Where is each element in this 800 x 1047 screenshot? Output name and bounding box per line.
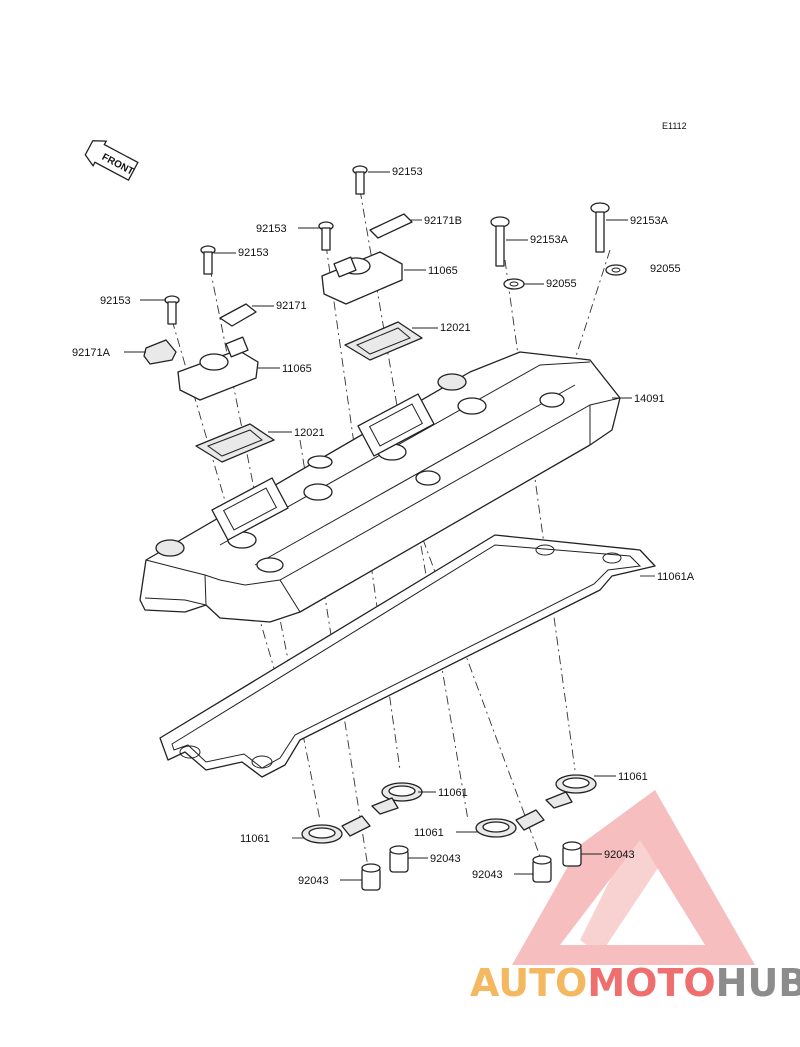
cap-left [177, 336, 259, 401]
watermark-part-2: MOTO [587, 961, 715, 1005]
label-bolt-6: 92153A [630, 215, 669, 227]
label-bolt-2: 92153 [256, 223, 287, 235]
dowel-4 [562, 841, 582, 867]
label-gasket-2: 12021 [294, 427, 325, 439]
label-dowel-3: 92043 [472, 869, 503, 881]
watermark-part-1: AUTO [470, 961, 587, 1005]
dowel-2 [389, 845, 409, 873]
leader-lines [124, 171, 655, 881]
bolt-3 [200, 245, 216, 275]
svg-text:AUTOMOTOHUB: AUTOMOTOHUB [470, 961, 800, 1005]
seal-2 [371, 782, 423, 815]
cylinder-head-cover [139, 351, 621, 623]
cap-right [321, 251, 403, 305]
label-cap-1: 11065 [428, 265, 458, 277]
bolt-6 [590, 202, 610, 253]
front-arrow-icon: FRONT [84, 140, 139, 181]
label-bolt-3: 92153 [238, 247, 269, 259]
label-dowel-2: 92043 [430, 853, 461, 865]
label-bolt-5: 92153A [530, 234, 569, 246]
label-clamp-3: 92171A [72, 347, 111, 359]
label-dowel-4: 92043 [604, 849, 635, 861]
seal-4 [545, 774, 597, 809]
label-seal-3: 11061 [414, 827, 444, 839]
label-seal-4: 11061 [618, 771, 648, 783]
cap-gasket-right [344, 321, 423, 361]
washer-2 [605, 264, 627, 276]
clamp-92171b [369, 213, 413, 239]
bolt-4 [164, 295, 180, 325]
watermark-logo-icon [512, 790, 755, 965]
diagram-code: E1112 [662, 121, 687, 131]
bolt-2 [318, 221, 334, 251]
label-gasket-1: 12021 [440, 322, 471, 334]
label-cover: 14091 [634, 393, 665, 405]
dowel-3 [532, 855, 552, 883]
label-dowel-1: 92043 [298, 875, 329, 887]
label-bolt-4: 92153 [100, 295, 131, 307]
cover-gasket [159, 534, 656, 778]
label-clamp-2: 92171 [276, 300, 307, 312]
dowel-1 [361, 863, 381, 891]
watermark-part-3: HUB [716, 961, 800, 1005]
label-seal-2: 11061 [438, 787, 468, 799]
seal-1 [301, 815, 371, 844]
bolt-1 [352, 165, 368, 195]
washer-1 [503, 278, 525, 290]
label-washer-1: 92055 [546, 278, 577, 290]
seal-3 [475, 809, 545, 838]
cap-gasket-left [195, 423, 275, 463]
bolt-5 [490, 216, 510, 267]
label-seal-1: 11061 [240, 833, 270, 845]
watermark-text: AUTOMOTOHUB [470, 961, 800, 1005]
clamp-92171a [143, 339, 177, 365]
label-cap-2: 11065 [282, 363, 312, 375]
label-clamp-1: 92171B [424, 215, 462, 227]
clamp-92171 [219, 303, 257, 327]
label-bolt-1: 92153 [392, 166, 423, 178]
label-washer-2: 92055 [650, 263, 681, 275]
label-cover-gasket: 11061A [657, 571, 695, 583]
